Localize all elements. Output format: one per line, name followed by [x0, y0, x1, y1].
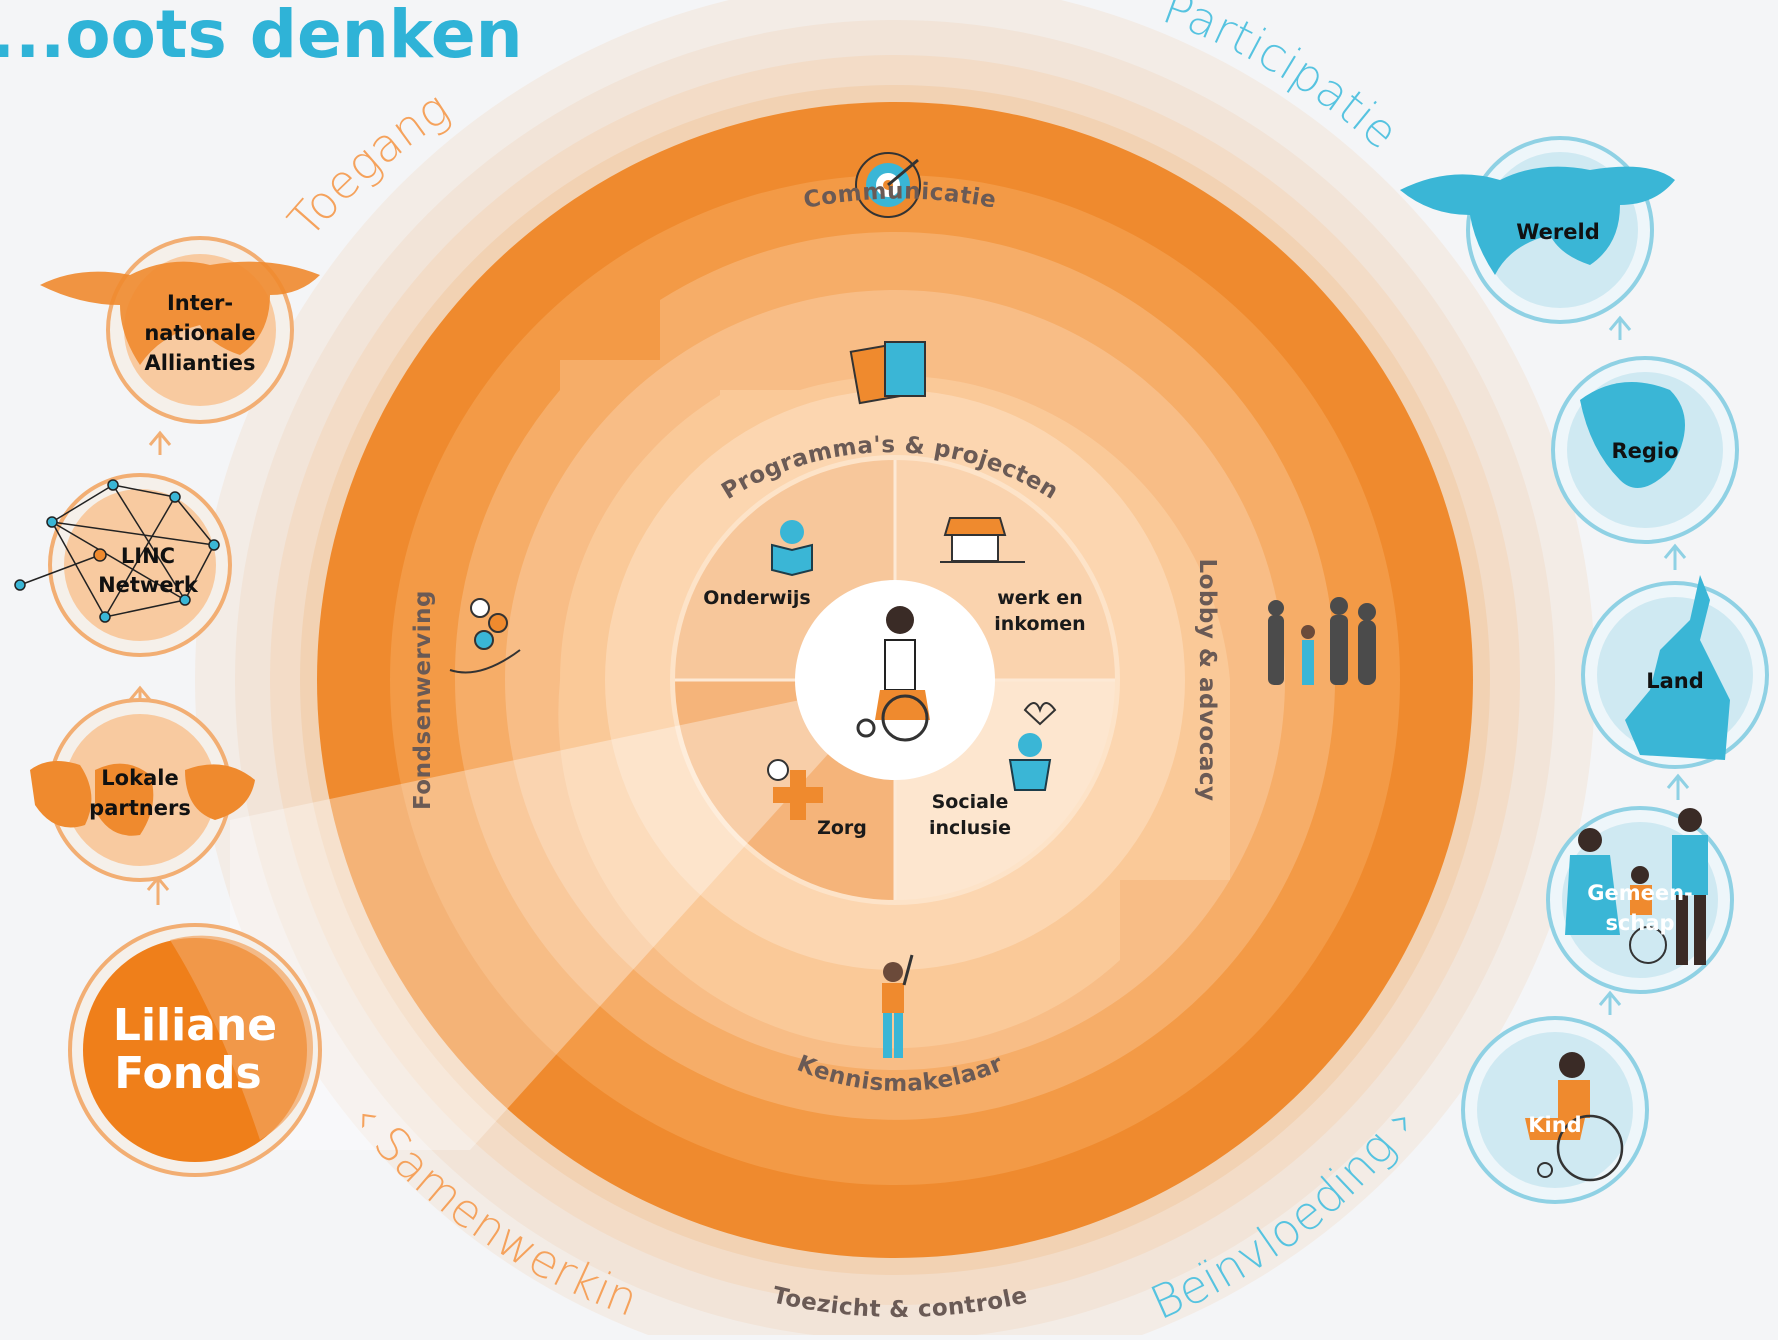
- world-map-icon: [40, 261, 320, 365]
- liliane-fonds-label-1: Liliane: [113, 1000, 277, 1051]
- page-title: ...oots denken: [0, 0, 523, 73]
- node-kind: Kind: [1461, 1016, 1649, 1204]
- right-node-connectors: [1598, 315, 1690, 1015]
- node-wereld: Wereld: [1400, 136, 1675, 324]
- node-label-kind: Kind: [1528, 1113, 1581, 1137]
- node-linc-netwerk: LINC Netwerk: [14, 473, 232, 657]
- knowledge-broker-icon: [882, 954, 914, 1058]
- node-gemeenschap: Gemeen- schap: [1546, 806, 1734, 994]
- node-label-internationale-1: Inter-: [167, 291, 233, 315]
- sector-label-zorg: Zorg: [817, 817, 867, 839]
- target-icon: [855, 152, 921, 218]
- node-label-regio: Regio: [1611, 439, 1678, 463]
- notebooks-icon: [849, 341, 926, 405]
- node-internationale-allianties: Inter- nationale Allianties: [40, 236, 320, 424]
- node-label-gemeenschap-2: schap: [1605, 911, 1674, 935]
- market-stall-icon: [940, 517, 1025, 563]
- sector-label-sociale-1: Sociale: [932, 791, 1009, 813]
- node-liliane-fonds[interactable]: Liliane Fonds: [68, 923, 322, 1177]
- node-label-internationale-2: nationale: [144, 321, 255, 345]
- world-map-icon: [1400, 166, 1675, 275]
- node-label-linc-2: Netwerk: [98, 573, 199, 597]
- region-map-icon: [30, 761, 92, 828]
- left-node-connectors: [128, 430, 172, 905]
- people-group-icon: [1268, 597, 1376, 685]
- sector-label-werk-2: inkomen: [994, 613, 1085, 635]
- book-icon: [771, 520, 813, 577]
- medical-cross-icon: [767, 759, 823, 820]
- node-lokale-partners: Lokale partners: [30, 698, 255, 882]
- node-label-land: Land: [1646, 669, 1704, 693]
- sector-label-werk-1: werk en: [997, 587, 1082, 609]
- donation-hand-icon: [449, 598, 521, 674]
- family-icon: [1565, 808, 1708, 965]
- sector-label-sociale-2: inclusie: [929, 817, 1011, 839]
- light-beam: [230, 680, 895, 1150]
- node-label-lokale-1: Lokale: [101, 766, 178, 790]
- wheelchair-child-icon: [1525, 1052, 1624, 1182]
- sector-label-onderwijs: Onderwijs: [703, 587, 810, 609]
- node-label-internationale-3: Allianties: [145, 351, 256, 375]
- network-icon: [14, 479, 220, 623]
- node-land: Land: [1581, 575, 1769, 769]
- node-label-wereld: Wereld: [1516, 220, 1600, 244]
- liliane-fonds-label-2: Fonds: [114, 1048, 262, 1099]
- node-label-linc-1: LINC: [121, 544, 175, 568]
- node-label-lokale-2: partners: [89, 796, 191, 820]
- wheelchair-user-icon: [856, 606, 930, 742]
- hug-icon: [1008, 702, 1057, 791]
- ring-label-lobby: Lobby & advocacy: [1194, 558, 1220, 801]
- region-map-icon: [1580, 382, 1685, 488]
- ring-label-fondsenwerving: Fondsenwerving: [410, 590, 436, 810]
- country-map-icon: [1625, 575, 1730, 760]
- node-label-gemeenschap-1: Gemeen-: [1587, 881, 1693, 905]
- node-regio: Regio: [1551, 356, 1739, 544]
